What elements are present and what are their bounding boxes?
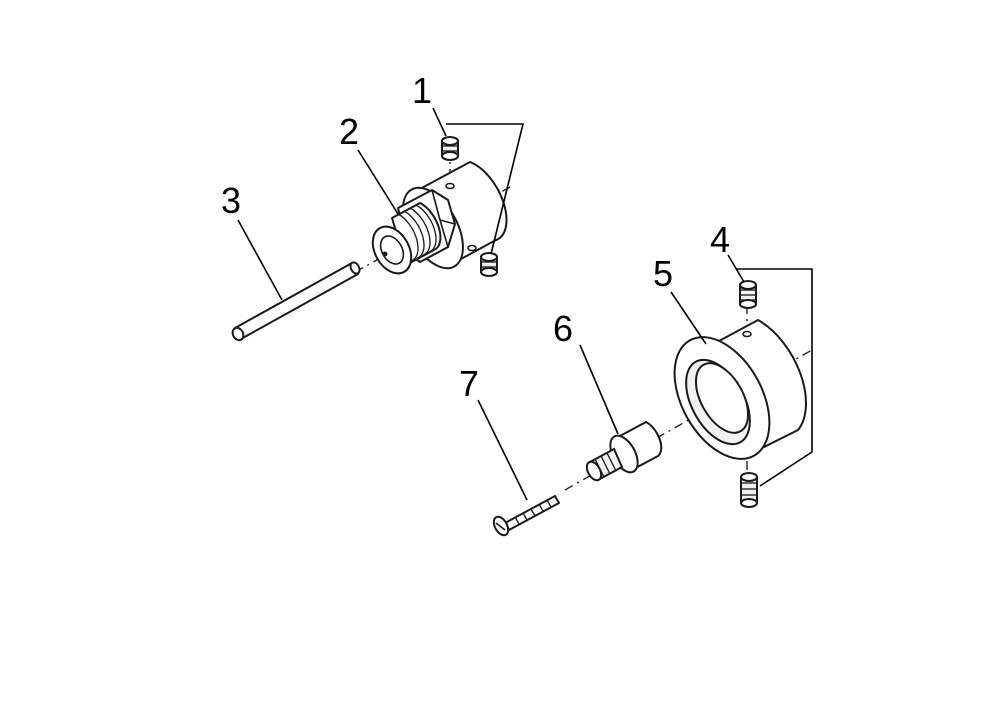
callout-labels: 1 2 3 4 5 6 7	[221, 70, 730, 404]
part-5-collar	[673, 319, 807, 460]
part-1-set-screws	[441, 136, 498, 277]
part-4-set-screws	[739, 280, 758, 508]
callout-5: 5	[653, 253, 673, 294]
callout-2: 2	[339, 111, 359, 152]
part-7-screw	[492, 495, 560, 537]
callout-1: 1	[412, 70, 432, 111]
part-6-adapter	[585, 421, 663, 482]
set-screw-upper	[739, 280, 757, 309]
callout-6: 6	[553, 308, 573, 349]
callout-3: 3	[221, 180, 241, 221]
set-screw-lower	[740, 472, 758, 508]
callout-4: 4	[710, 219, 730, 260]
part-3-rod	[231, 261, 361, 342]
set-screw-top	[441, 136, 459, 161]
set-screw-bottom	[480, 252, 498, 277]
leader-lines	[237, 107, 813, 501]
part-2-hub	[371, 161, 508, 275]
callout-7: 7	[459, 363, 479, 404]
